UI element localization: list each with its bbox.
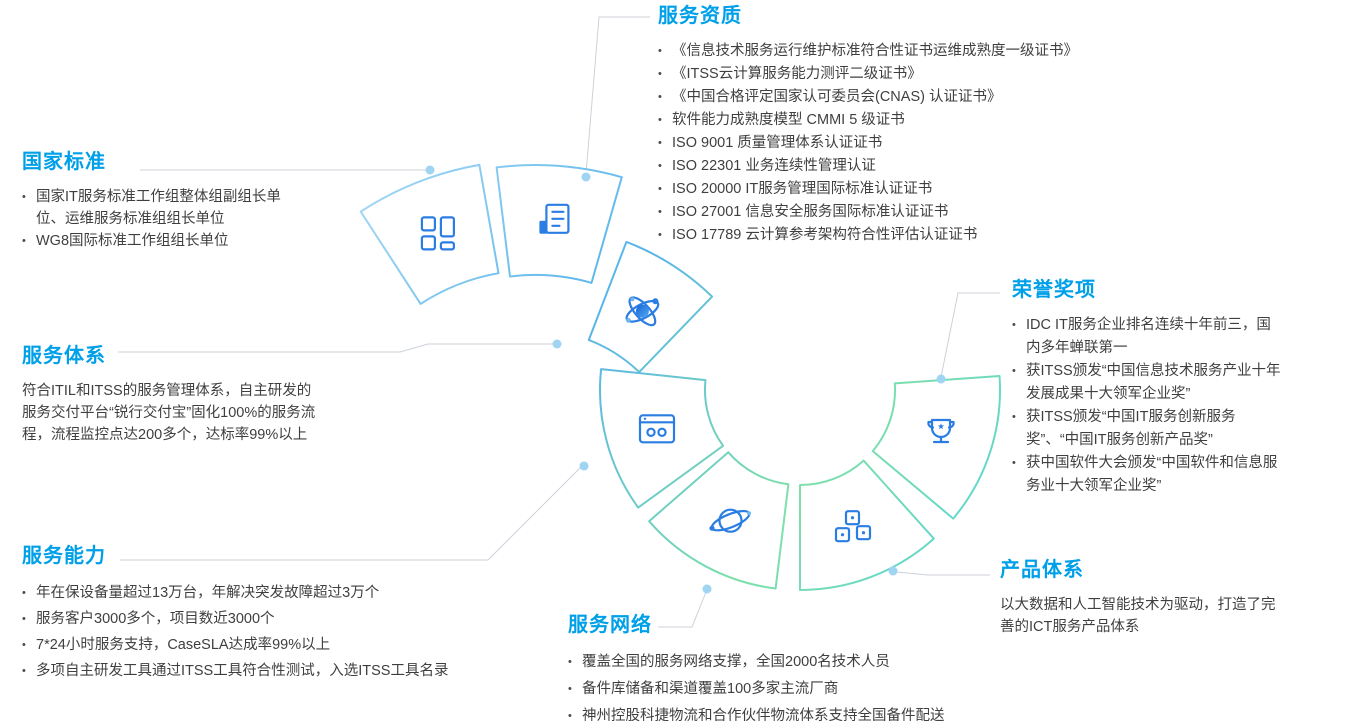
section-national-standards: 国家标准 国家IT服务标准工作组整体组副组长单位、运维服务标准组组长单位 WG8… [22, 150, 300, 252]
list-item: IDC IT服务企业排名连续十年前三，国内多年蝉联第一 [1012, 314, 1284, 360]
list-item: 服务客户3000多个，项目数近3000个 [22, 606, 502, 632]
list-item: 《信息技术服务运行维护标准符合性证书运维成熟度一级证书》 [658, 40, 1128, 63]
list-item: 获中国软件大会颁发“中国软件和信息服务业十大领军企业奖” [1012, 452, 1284, 498]
service-capability-bullets: 年在保设备量超过13万台，年解决突发故障超过3万个 服务客户3000多个，项目数… [22, 580, 502, 684]
section-honors: 荣誉奖项 IDC IT服务企业排名连续十年前三，国内多年蝉联第一 获ITSS颁发… [1012, 278, 1284, 498]
section-product-system: 产品体系 以大数据和人工智能技术为驱动，打造了完善的ICT服务产品体系 [1000, 558, 1284, 638]
list-item: 多项自主研发工具通过ITSS工具符合性测试，入选ITSS工具名录 [22, 658, 502, 684]
connector-dot-service-capability [579, 461, 589, 471]
app-window-icon [638, 414, 676, 444]
national-standards-title: 国家标准 [22, 151, 106, 173]
list-item: 《ITSS云计算服务能力测评二级证书》 [658, 63, 1128, 86]
qualifications-title: 服务资质 [658, 5, 742, 27]
honors-title: 荣誉奖项 [1012, 279, 1096, 301]
list-item: 获ITSS颁发“中国IT服务创新服务奖”、“中国IT服务创新产品奖” [1012, 406, 1284, 452]
list-item: 软件能力成熟度模型 CMMI 5 级证书 [658, 109, 1128, 132]
report-document-icon [539, 203, 570, 234]
list-item: ISO 9001 质量管理体系认证证书 [658, 132, 1128, 155]
segment-national-standards-wedge [359, 163, 500, 305]
connector-line-service-network [658, 591, 707, 628]
connector-dot-product-system [888, 566, 898, 576]
service-network-bullets: 覆盖全国的服务网络支撑，全国2000名技术人员 备件库储备和渠道覆盖100多家主… [568, 649, 988, 721]
list-item: WG8国际标准工作组组长单位 [22, 230, 300, 252]
product-system-paragraph: 以大数据和人工智能技术为驱动，打造了完善的ICT服务产品体系 [1000, 597, 1276, 635]
segment-qualifications-wedge [495, 164, 623, 284]
section-qualifications: 服务资质 《信息技术服务运行维护标准符合性证书运维成熟度一级证书》 《ITSS云… [658, 4, 1128, 247]
service-network-title: 服务网络 [568, 614, 652, 636]
connector-line-product-system [895, 571, 990, 576]
boxes-icon [834, 510, 872, 543]
service-system-paragraph: 符合ITIL和ITSS的服务管理体系，自主研发的服务交付平台“锐行交付宝”固化1… [22, 383, 316, 443]
product-system-title: 产品体系 [1000, 559, 1084, 581]
connector-dot-national-standards [425, 165, 435, 175]
national-standards-bullets: 国家IT服务标准工作组整体组副组长单位、运维服务标准组组长单位 WG8国际标准工… [22, 186, 300, 252]
molecule-icon [625, 296, 660, 327]
list-item: 《中国合格评定国家认可委员会(CNAS) 认证证书》 [658, 86, 1128, 109]
list-item: ISO 27001 信息安全服务国际标准认证证书 [658, 201, 1128, 224]
list-item: 备件库储备和渠道覆盖100多家主流厂商 [568, 676, 988, 703]
segment-service-capability-wedge [599, 368, 725, 509]
connector-dot-honors [936, 374, 946, 384]
segment-honors-wedge [871, 375, 1001, 520]
connector-dot-qualifications [581, 172, 591, 182]
honors-bullets: IDC IT服务企业排名连续十年前三，国内多年蝉联第一 获ITSS颁发“中国信息… [1012, 314, 1284, 498]
list-item: ISO 22301 业务连续性管理认证 [658, 155, 1128, 178]
layout-grid-icon [420, 216, 455, 251]
list-item: ISO 17789 云计算参考架构符合性评估认证证书 [658, 224, 1128, 247]
connector-line-qualifications [585, 16, 650, 175]
connector-line-service-capability [120, 466, 582, 561]
list-item: 获ITSS颁发“中国信息技术服务产业十年发展成果十大领军企业奖” [1012, 360, 1284, 406]
list-item: 年在保设备量超过13万台，年解决突发故障超过3万个 [22, 580, 502, 606]
trophy-icon [927, 418, 955, 444]
list-item: 神州控股科捷物流和合作伙伴物流体系支持全国备件配送 [568, 703, 988, 721]
list-item: 7*24小时服务支持，CaseSLA达成率99%以上 [22, 632, 502, 658]
service-system-title: 服务体系 [22, 345, 106, 367]
list-item: ISO 20000 IT服务管理国际标准认证证书 [658, 178, 1128, 201]
qualifications-bullets: 《信息技术服务运行维护标准符合性证书运维成熟度一级证书》 《ITSS云计算服务能… [658, 40, 1128, 247]
globe-orbit-icon [709, 508, 751, 533]
section-service-system: 服务体系 符合ITIL和ITSS的服务管理体系，自主研发的服务交付平台“锐行交付… [22, 344, 318, 446]
connector-dot-service-system [552, 339, 562, 349]
list-item: 覆盖全国的服务网络支撑，全国2000名技术人员 [568, 649, 988, 676]
service-capability-title: 服务能力 [22, 545, 106, 567]
connector-line-service-system [118, 343, 554, 353]
connector-line-honors [940, 292, 1000, 378]
section-service-network: 服务网络 覆盖全国的服务网络支撑，全国2000名技术人员 备件库储备和渠道覆盖1… [568, 613, 988, 721]
list-item: 国家IT服务标准工作组整体组副组长单位、运维服务标准组组长单位 [22, 186, 300, 230]
connector-dot-service-network [702, 584, 712, 594]
segment-service-system-wedge [587, 240, 714, 374]
section-service-capability: 服务能力 年在保设备量超过13万台，年解决突发故障超过3万个 服务客户3000多… [22, 544, 502, 684]
